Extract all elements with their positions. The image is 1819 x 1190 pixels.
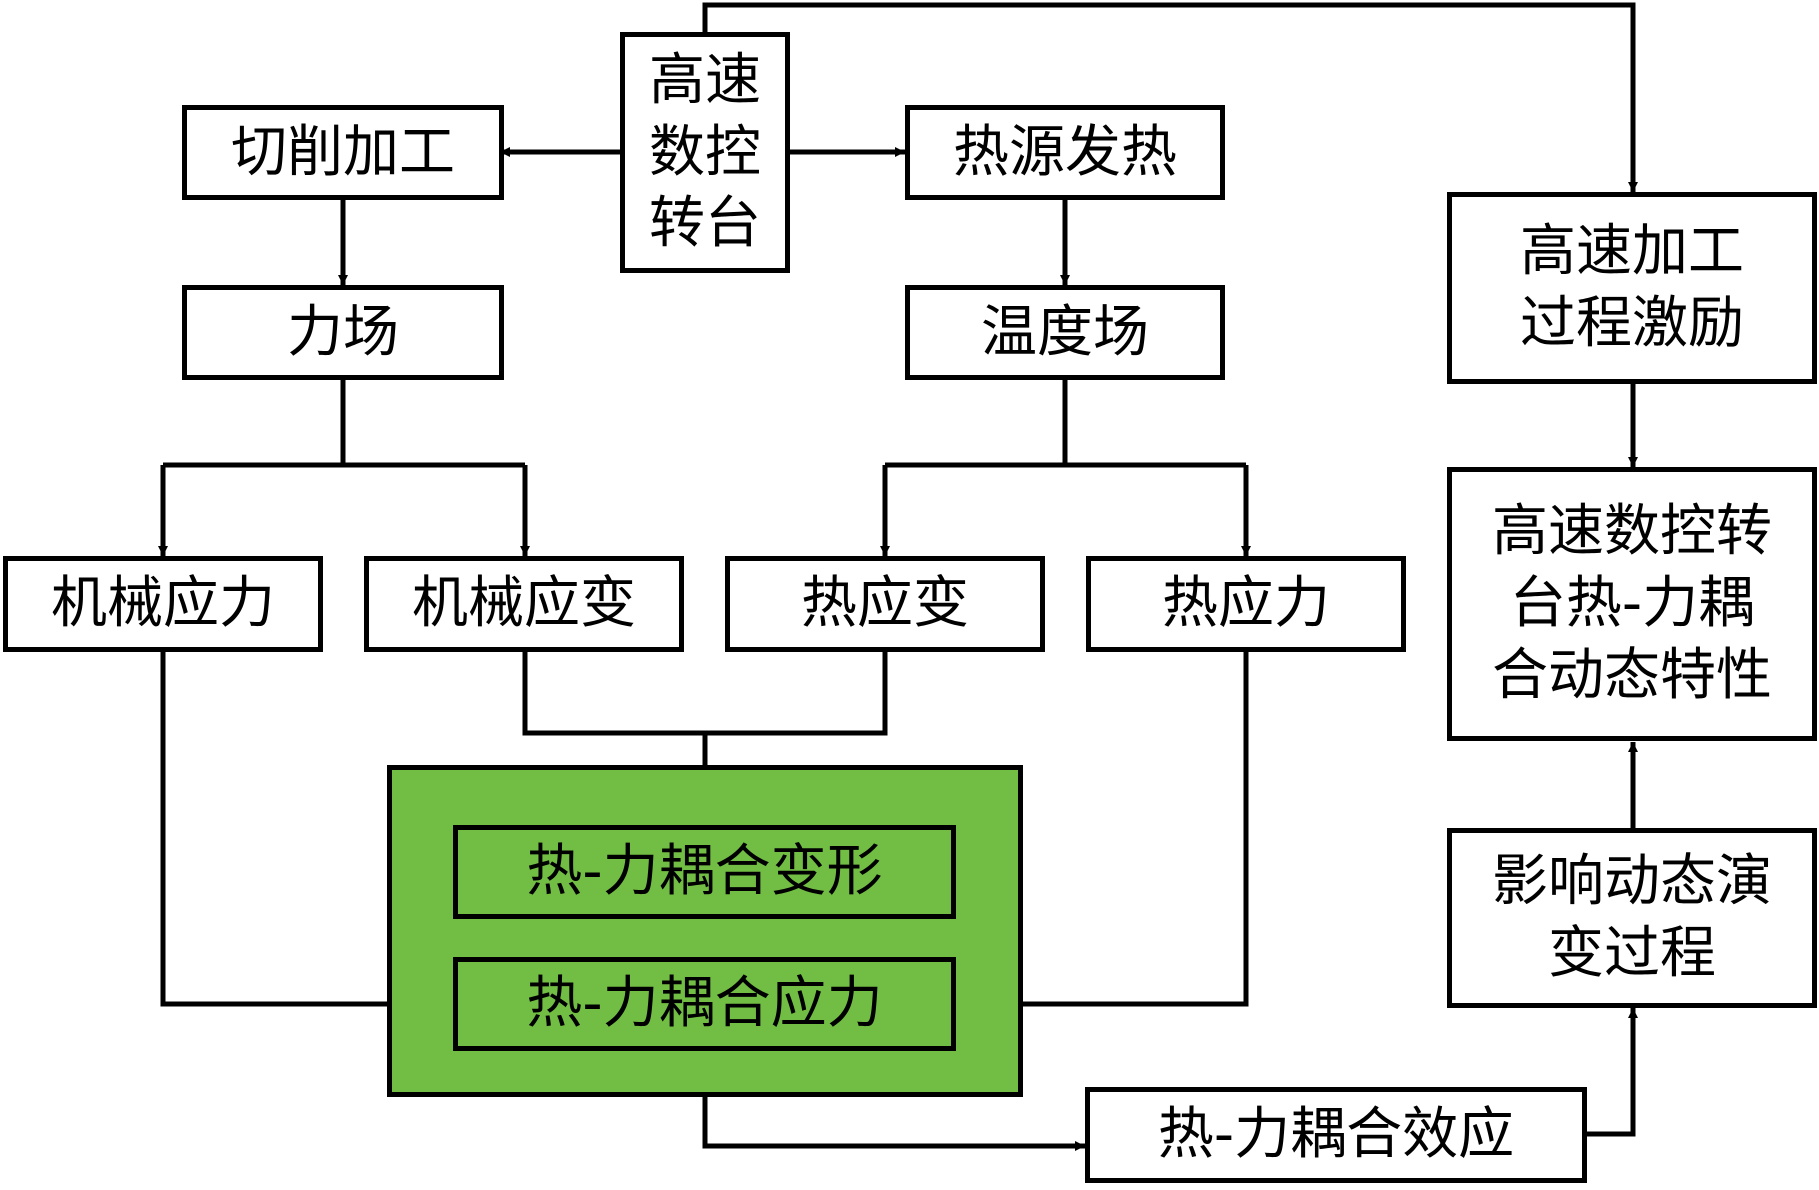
node-mech-strain: 机械应变 bbox=[364, 556, 684, 652]
node-coupled-stress: 热-力耦合应力 bbox=[453, 957, 956, 1051]
coupled-panel bbox=[387, 765, 1023, 1097]
node-coupled-deformation-label: 热-力耦合变形 bbox=[526, 839, 883, 905]
node-thermal-stress-label: 热应力 bbox=[1162, 571, 1330, 637]
node-force-field-label: 力场 bbox=[287, 299, 399, 365]
node-dynamic-characteristics-label: 高速数控转 台热-力耦 合动态特性 bbox=[1492, 499, 1772, 708]
node-center-turntable-label: 高速 数控 转台 bbox=[649, 47, 761, 257]
node-coupled-deformation: 热-力耦合变形 bbox=[453, 825, 956, 919]
edge-mech-strain-merge bbox=[522, 650, 888, 736]
edge-effect-to-evolution bbox=[1583, 1008, 1638, 1137]
node-thermal-strain: 热应变 bbox=[725, 556, 1045, 652]
node-cutting: 切削加工 bbox=[182, 105, 504, 200]
node-excitation: 高速加工 过程激励 bbox=[1447, 192, 1817, 384]
node-coupled-effect: 热-力耦合效应 bbox=[1085, 1087, 1587, 1183]
node-force-field: 力场 bbox=[182, 285, 504, 380]
node-heat-source-label: 热源发热 bbox=[953, 119, 1177, 185]
node-evolution: 影响动态演 变过程 bbox=[1447, 828, 1817, 1008]
node-center-turntable: 高速 数控 转台 bbox=[620, 32, 790, 273]
edge-center-to-excitation bbox=[702, 2, 1638, 192]
node-evolution-label: 影响动态演 变过程 bbox=[1492, 849, 1772, 986]
node-cutting-label: 切削加工 bbox=[231, 119, 455, 185]
node-dynamic-characteristics: 高速数控转 台热-力耦 合动态特性 bbox=[1447, 467, 1817, 741]
node-mech-stress: 机械应力 bbox=[3, 556, 323, 652]
edge-thermal-stress-to-coupled-stress bbox=[956, 650, 1249, 1009]
node-coupled-effect-label: 热-力耦合效应 bbox=[1157, 1102, 1515, 1168]
node-thermal-stress: 热应力 bbox=[1086, 556, 1406, 652]
node-temperature-field-label: 温度场 bbox=[981, 299, 1149, 365]
node-mech-strain-label: 机械应变 bbox=[412, 571, 636, 637]
node-coupled-stress-label: 热-力耦合应力 bbox=[526, 971, 883, 1037]
node-heat-source: 热源发热 bbox=[905, 105, 1225, 200]
node-excitation-label: 高速加工 过程激励 bbox=[1520, 219, 1744, 356]
node-mech-stress-label: 机械应力 bbox=[51, 571, 275, 637]
node-temperature-field: 温度场 bbox=[905, 285, 1225, 380]
edge-panel-to-effect bbox=[702, 1094, 1085, 1151]
node-thermal-strain-label: 热应变 bbox=[801, 571, 969, 637]
edge-mech-stress-to-coupled-stress bbox=[160, 650, 453, 1009]
